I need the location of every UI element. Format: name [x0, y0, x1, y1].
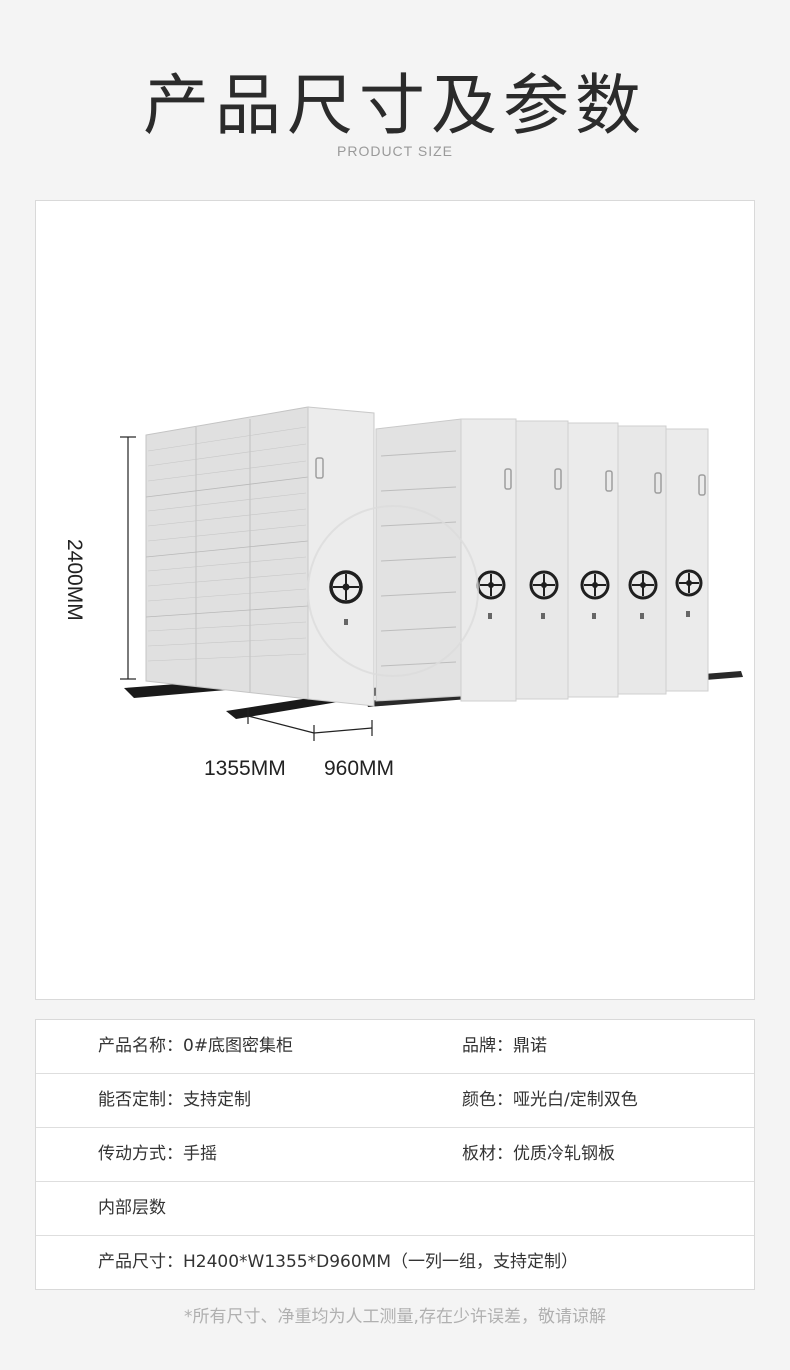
- dimension-lines: [120, 436, 373, 741]
- cabinet-front-unit: [145, 406, 375, 707]
- depth-dimension-label: 960MM: [324, 757, 395, 780]
- cabinet-illustration: [120, 406, 743, 741]
- page-subtitle: PRODUCT SIZE: [337, 143, 453, 159]
- spec-row: 传动方式：手摇 板材：优质冷轧钢板: [36, 1128, 754, 1182]
- spec-brand: 品牌：鼎诺: [462, 1036, 547, 1056]
- handwheel-icon-group: [476, 569, 703, 600]
- handwheel-icon: [329, 570, 363, 604]
- watermark-seal: [307, 505, 479, 677]
- product-image-panel: 2400MM 1355MM 960MM: [35, 200, 755, 1000]
- width-dimension-label: 1355MM: [204, 757, 286, 780]
- spec-row: 能否定制：支持定制 颜色：哑光白/定制双色: [36, 1074, 754, 1128]
- spec-row: 产品尺寸：H2400*W1355*D960MM（一列一组，支持定制）: [36, 1236, 754, 1289]
- cabinet-row-back: [375, 418, 709, 702]
- spec-material: 板材：优质冷轧钢板: [462, 1144, 615, 1164]
- spec-product-size: 产品尺寸：H2400*W1355*D960MM（一列一组，支持定制）: [98, 1252, 578, 1272]
- page-title: 产品尺寸及参数: [143, 67, 647, 144]
- spec-table: 产品名称：0#底图密集柜 品牌：鼎诺 能否定制：支持定制 颜色：哑光白/定制双色…: [35, 1019, 755, 1290]
- spec-product-name: 产品名称：0#底图密集柜: [98, 1036, 294, 1056]
- height-dimension-label: 2400MM: [63, 539, 86, 621]
- spec-color: 颜色：哑光白/定制双色: [462, 1090, 638, 1110]
- spec-customizable: 能否定制：支持定制: [98, 1090, 251, 1110]
- spec-row: 内部层数: [36, 1182, 754, 1236]
- spec-drive-method: 传动方式：手摇: [98, 1144, 217, 1164]
- footnote: *所有尺寸、净重均为人工测量,存在少许误差，敬请谅解: [184, 1307, 606, 1327]
- spec-row: 产品名称：0#底图密集柜 品牌：鼎诺: [36, 1020, 754, 1074]
- spec-internal-layers: 内部层数: [98, 1198, 166, 1218]
